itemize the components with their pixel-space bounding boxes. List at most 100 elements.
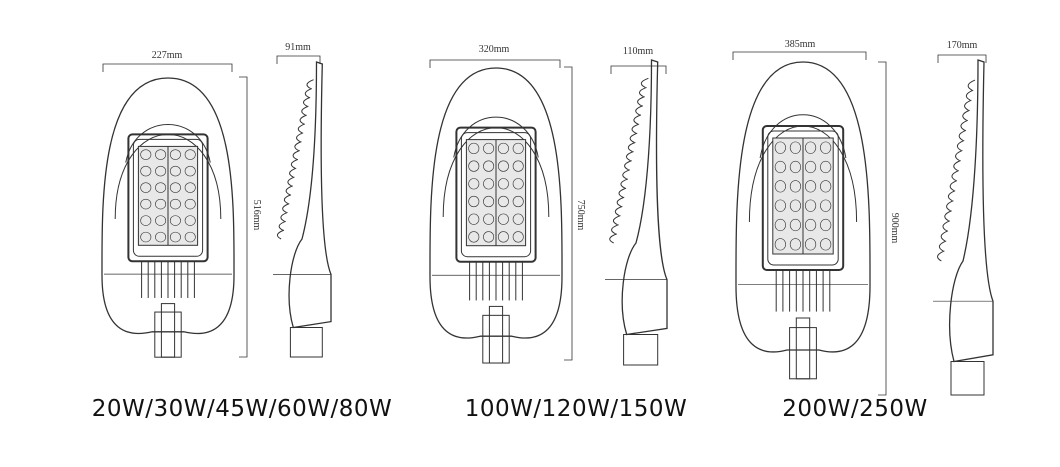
cooling-fin <box>612 215 621 226</box>
led-chip <box>804 218 817 232</box>
cooling-fin <box>292 150 300 160</box>
led-chip <box>820 160 832 174</box>
led-chip <box>140 165 152 177</box>
cooling-fin <box>290 158 299 169</box>
cooling-fin <box>953 160 961 171</box>
pole-clamp <box>154 311 182 358</box>
side-pole-clamp <box>950 361 985 396</box>
cooling-fin <box>946 200 954 212</box>
led-chip <box>804 141 817 154</box>
cooling-fin <box>958 129 967 141</box>
cooling-fin <box>955 149 963 161</box>
led-chip <box>820 199 832 212</box>
led-chip <box>774 238 786 251</box>
led-chip <box>512 213 524 225</box>
cooling-fin <box>627 141 636 152</box>
led-chip <box>483 213 495 225</box>
side-depth-label: 110mm <box>623 46 653 57</box>
led-chip <box>468 195 480 208</box>
led-chip <box>789 180 802 193</box>
led-chip <box>140 149 152 160</box>
lamp-body-outline <box>735 61 871 353</box>
side-pole-clamp <box>623 334 659 366</box>
cooling-fin <box>949 180 958 192</box>
width-dimension-line <box>937 54 987 63</box>
cooling-fin <box>299 114 307 125</box>
cooling-fin <box>947 190 956 202</box>
led-chip <box>820 141 832 154</box>
led-chip <box>155 215 167 226</box>
cooling-fin <box>278 220 286 231</box>
side-depth-label: 170mm <box>947 40 978 51</box>
cooling-fin <box>631 123 640 134</box>
led-chip <box>512 160 524 172</box>
led-chip <box>497 231 509 243</box>
led-chip <box>169 182 181 193</box>
led-chip <box>804 238 817 251</box>
led-chip <box>820 218 832 232</box>
led-chip <box>184 231 196 243</box>
cooling-fin <box>296 132 304 143</box>
front-width-label: 227mm <box>152 50 183 61</box>
cooling-fin <box>951 170 959 182</box>
led-chip <box>184 215 196 226</box>
pole-clamp <box>482 314 510 364</box>
led-chip <box>804 160 817 174</box>
led-chip <box>140 182 152 193</box>
cooling-fin <box>967 79 976 91</box>
cooling-fin <box>964 99 972 111</box>
led-chip <box>483 142 495 155</box>
cooling-fin <box>960 119 968 131</box>
led-chip <box>155 231 167 243</box>
cooling-fin <box>289 167 297 178</box>
led-chip <box>483 231 495 243</box>
lamp-inner-arc <box>125 124 211 163</box>
cooling-fin <box>285 185 293 196</box>
height-dimension-line <box>878 61 887 396</box>
led-chip <box>804 180 817 193</box>
caption-large: 200W/250W <box>782 396 928 422</box>
led-chip <box>140 215 152 226</box>
cooling-fin <box>282 203 290 213</box>
led-chip <box>774 199 786 212</box>
led-chip <box>820 180 832 193</box>
side-profile <box>621 59 668 336</box>
cooling-fin <box>294 141 302 151</box>
led-chip <box>184 182 196 193</box>
cooling-fin <box>622 169 630 180</box>
led-chip <box>155 149 167 160</box>
led-chip <box>483 178 495 190</box>
side-profile <box>288 61 332 329</box>
width-dimension-line <box>732 51 867 60</box>
led-chip <box>512 231 524 243</box>
led-chip <box>140 231 152 243</box>
height-label: 516mm <box>251 200 262 231</box>
height-dimension-line <box>239 76 248 358</box>
led-chip <box>184 149 196 160</box>
cooling-fin <box>287 176 295 187</box>
cooling-fin <box>639 86 647 98</box>
led-chip <box>789 218 802 232</box>
led-chip <box>169 215 181 226</box>
led-chip <box>140 198 152 210</box>
led-chip <box>789 141 802 154</box>
led-chip <box>155 182 167 193</box>
led-chip <box>468 231 480 243</box>
cooling-fin <box>624 160 632 171</box>
led-chip <box>169 165 181 177</box>
width-dimension-line <box>429 59 561 68</box>
lamp-body-outline <box>429 67 563 339</box>
cooling-fin <box>938 240 947 252</box>
front-width-label: 320mm <box>479 44 510 55</box>
cooling-fin <box>616 196 625 207</box>
cooling-fin <box>280 211 288 222</box>
front-width-label: 385mm <box>785 39 816 50</box>
cooling-fin <box>942 220 950 232</box>
pole-clamp-center <box>795 317 811 380</box>
height-dimension-line <box>564 66 573 361</box>
lamp-body-outline <box>101 77 235 335</box>
pole-clamp-center <box>488 305 504 364</box>
width-dimension-line <box>102 63 233 72</box>
cooling-fin <box>620 178 629 189</box>
cooling-fin <box>640 77 649 88</box>
